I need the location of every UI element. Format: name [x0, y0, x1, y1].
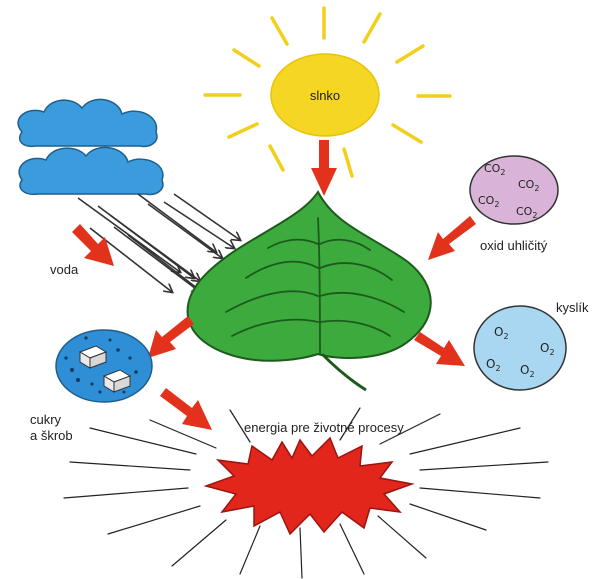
arrow-leaf-to-sugars: [148, 316, 194, 358]
leaf: [188, 192, 431, 390]
sugars-label-line1: cukry: [30, 412, 62, 427]
arrow-sugars-to-energy: [160, 388, 212, 430]
energy-label: energia pre životné procesy: [244, 420, 404, 435]
arrow-leaf-to-oxygen: [414, 332, 465, 366]
leaf-blade: [188, 192, 431, 361]
cloud-lower: [19, 147, 163, 194]
cloud-upper: [18, 99, 157, 146]
o2-ball: O2 O2 O2 O2: [474, 306, 566, 390]
oxygen-label: kyslík: [556, 300, 589, 315]
water-label: voda: [50, 262, 79, 277]
co2-label: oxid uhličitý: [480, 238, 548, 253]
sugar-starch-ball: [56, 330, 152, 402]
arrow-co2-to-leaf: [428, 216, 476, 260]
sun-label: slnko: [310, 88, 340, 103]
arrow-sun-to-leaf: [311, 140, 337, 196]
co2-ball: CO2 CO2 CO2 CO2: [470, 156, 558, 224]
sugars-label-line2: a škrob: [30, 428, 73, 443]
leaf-stem: [322, 354, 366, 390]
burst-shape: [206, 438, 412, 534]
